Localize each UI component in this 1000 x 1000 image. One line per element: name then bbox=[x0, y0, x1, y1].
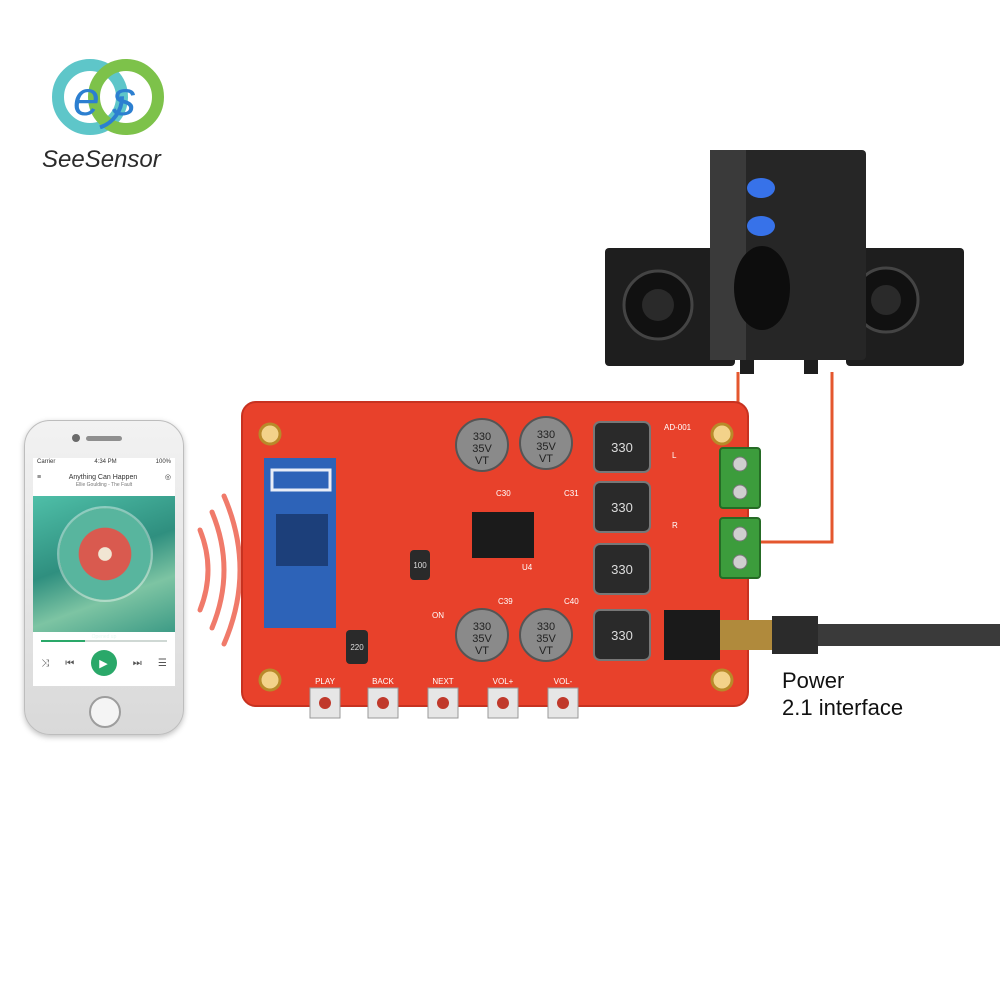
bluetooth-signal-icon bbox=[197, 493, 243, 647]
small-cap-2-label: 100 bbox=[413, 561, 427, 570]
cap-1-volt: 35V bbox=[472, 443, 492, 455]
lyric-line: You have come to show you go on bbox=[50, 646, 158, 653]
scene-illustration: 330 35V VT 330 35V VT 330 35V VT 330 35V… bbox=[197, 150, 1000, 719]
cap-4-label: 330 bbox=[537, 621, 555, 633]
status-bar: Carrier 4:34 PM 100% bbox=[33, 458, 175, 470]
camera-icon bbox=[72, 434, 80, 442]
silk-r: R bbox=[672, 521, 678, 530]
capacitors bbox=[455, 416, 573, 662]
screw-terminals bbox=[719, 447, 761, 579]
smartphone: Carrier 4:34 PM 100% ≡ Anything Can Happ… bbox=[24, 420, 184, 735]
time-label: 4:34 PM bbox=[94, 459, 117, 465]
silk-c40: C40 bbox=[564, 597, 579, 606]
cap-1-type: VT bbox=[475, 455, 489, 467]
previous-icon[interactable]: ⏮ bbox=[65, 657, 75, 669]
album-art: Opened up You have come to show you go o… bbox=[33, 496, 175, 653]
silk-l: L bbox=[672, 451, 677, 460]
cap-3-label: 330 bbox=[473, 621, 491, 633]
phone-screen: Carrier 4:34 PM 100% ≡ Anything Can Happ… bbox=[33, 458, 175, 686]
dc-power-jack bbox=[664, 610, 720, 660]
button-volup-label: VOL+ bbox=[493, 677, 514, 686]
cap-4-volt: 35V bbox=[536, 633, 556, 645]
button-back-label: BACK bbox=[372, 677, 394, 686]
cap-2-type: VT bbox=[539, 453, 553, 465]
next-icon[interactable]: ⏭ bbox=[132, 657, 142, 669]
silk-c30: C30 bbox=[496, 489, 511, 498]
cap-2-volt: 35V bbox=[536, 441, 556, 453]
song-artist: Ellie Goulding - The Fault bbox=[75, 482, 133, 488]
inductor-2-label: 330 bbox=[611, 500, 633, 515]
cap-4-type: VT bbox=[539, 645, 553, 657]
power-label-line1: Power bbox=[782, 668, 845, 693]
album-disc bbox=[59, 508, 151, 600]
inductor-1-label: 330 bbox=[611, 440, 633, 455]
svg-text:e: e bbox=[73, 73, 100, 126]
menu-icon[interactable]: ≡ bbox=[37, 473, 42, 481]
button-play-label: PLAY bbox=[315, 677, 336, 686]
earpiece-icon bbox=[86, 436, 122, 441]
silk-c39: C39 bbox=[498, 597, 513, 606]
speaker-system bbox=[605, 150, 964, 374]
shuffle-icon[interactable]: ⤨ bbox=[41, 657, 50, 669]
play-icon[interactable]: ▶ bbox=[90, 650, 117, 676]
button-next-label: NEXT bbox=[432, 677, 453, 686]
inductors bbox=[593, 421, 651, 661]
amplifier-board: 330 35V VT 330 35V VT 330 35V VT 330 35V… bbox=[241, 401, 761, 719]
button-voldown-label: VOL- bbox=[554, 677, 573, 686]
cap-1-label: 330 bbox=[473, 431, 491, 443]
svg-text:s: s bbox=[112, 73, 136, 126]
power-label-line2: 2.1 interface bbox=[782, 695, 904, 720]
amplifier-ic bbox=[472, 512, 534, 558]
carrier-label: Carrier bbox=[37, 459, 56, 465]
playlist-icon[interactable]: ☰ bbox=[157, 657, 167, 669]
lyric-small: Opened up bbox=[91, 634, 117, 640]
player-controls: ⤨ ⏮ ▶ ⏭ ☰ bbox=[33, 650, 175, 676]
cap-3-type: VT bbox=[475, 645, 489, 657]
silk-c31: C31 bbox=[564, 489, 579, 498]
player-header: ≡ Anything Can Happen ◎ bbox=[33, 470, 175, 484]
silk-ad001: AD-001 bbox=[664, 423, 692, 432]
brand-name: SeeSensor bbox=[42, 146, 161, 173]
battery-label: 100% bbox=[155, 459, 171, 465]
power-interface-label: Power 2.1 interface bbox=[782, 667, 903, 721]
silk-on: ON bbox=[432, 611, 444, 620]
progress-bar[interactable] bbox=[41, 640, 167, 642]
progress-fill bbox=[41, 640, 86, 642]
cap-2-label: 330 bbox=[537, 429, 555, 441]
inductor-4-label: 330 bbox=[611, 628, 633, 643]
silk-u4: U4 bbox=[522, 563, 533, 572]
home-button[interactable] bbox=[89, 696, 121, 728]
power-cable bbox=[720, 616, 1000, 654]
control-buttons bbox=[309, 687, 579, 719]
cap-3-volt: 35V bbox=[472, 633, 492, 645]
song-title: Anything Can Happen bbox=[68, 473, 138, 481]
seesensor-logo: e s bbox=[52, 59, 164, 135]
inductor-3-label: 330 bbox=[611, 562, 633, 577]
settings-icon[interactable]: ◎ bbox=[164, 474, 171, 481]
small-cap-1-label: 220 bbox=[350, 643, 364, 652]
